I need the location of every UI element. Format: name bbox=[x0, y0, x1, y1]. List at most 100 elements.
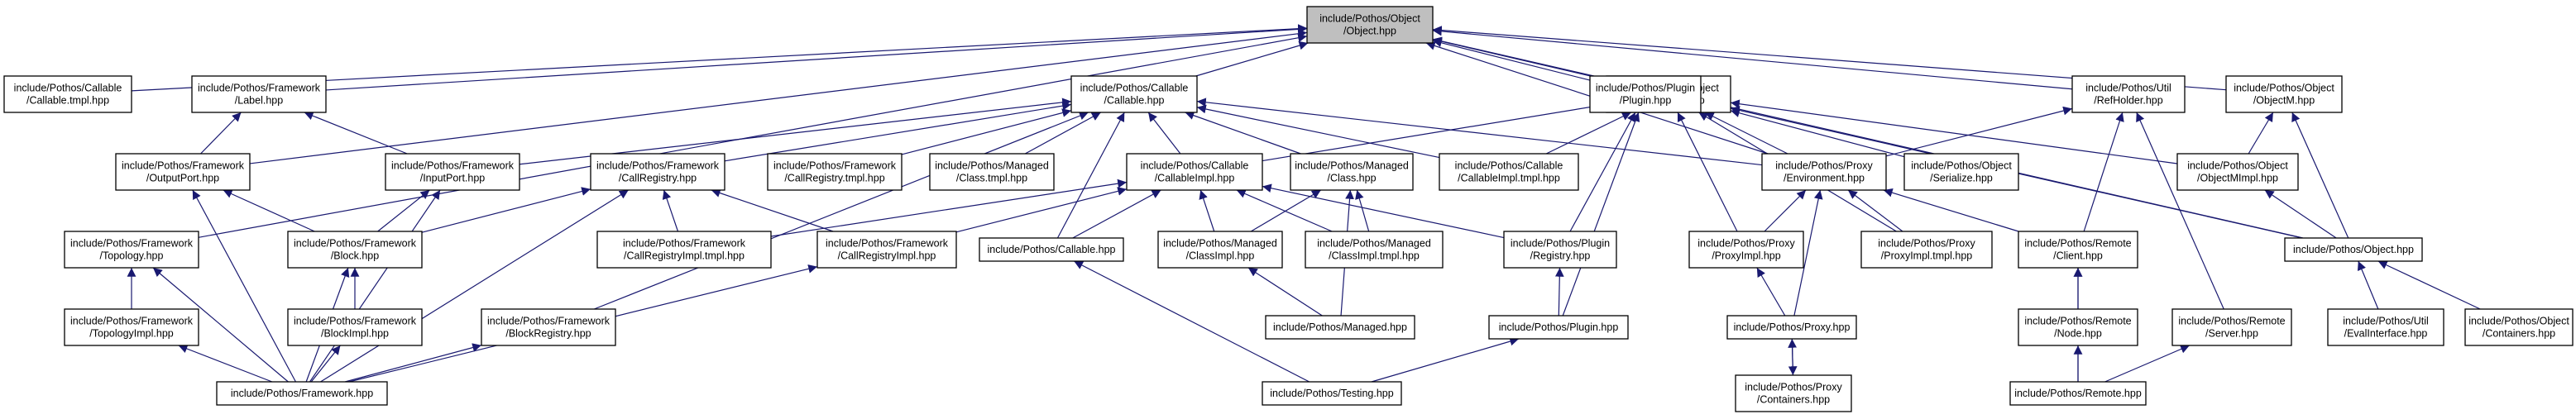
node-outputport-hpp[interactable]: include/Pothos/Framework/OutputPort.hpp bbox=[115, 153, 251, 191]
node-label: /Callable.tmpl.hpp bbox=[26, 95, 109, 107]
node-box bbox=[1306, 6, 1434, 44]
node-label: include/Pothos/Object bbox=[2187, 160, 2288, 172]
node-label: /ObjectMImpl.hpp bbox=[2197, 173, 2278, 184]
node-pothos-object-hpp[interactable]: include/Pothos/Object.hpp bbox=[2284, 237, 2423, 262]
edge-remote-client-hpp-to-refholder-hpp bbox=[2083, 112, 2124, 232]
node-callable-tmpl[interactable]: include/Pothos/Callable/Callable.tmpl.hp… bbox=[3, 75, 132, 113]
edge-pothos-testing-hpp-to-pothos-plugin-hpp bbox=[1371, 336, 1520, 383]
node-label: /Registry.hpp bbox=[1530, 250, 1591, 262]
node-label-hpp[interactable]: include/Pothos/Framework/Label.hpp bbox=[191, 75, 327, 113]
node-object-hpp[interactable]: include/Pothos/Object/Object.hpp bbox=[1306, 6, 1434, 44]
node-callableimpl-hpp[interactable]: include/Pothos/Callable/CallableImpl.hpp bbox=[1126, 153, 1263, 191]
node-label: /Environment.hpp bbox=[1784, 173, 1865, 184]
edge-object-containers-hpp-to-pothos-object-hpp bbox=[2377, 260, 2481, 310]
edge-pothos-callable-hpp-to-callableimpl-hpp bbox=[1072, 189, 1161, 239]
node-callable-hpp[interactable]: include/Pothos/Callable/Callable.hpp bbox=[1070, 75, 1198, 113]
node-objectmimpl-hpp[interactable]: include/Pothos/Object/ObjectMImpl.hpp bbox=[2176, 153, 2299, 191]
node-callableimpl-tmpl[interactable]: include/Pothos/Callable/CallableImpl.tmp… bbox=[1439, 153, 1579, 191]
node-classimpl-tmpl[interactable]: include/Pothos/Managed/ClassImpl.tmpl.hp… bbox=[1305, 231, 1444, 269]
node-callregistryimpl-hpp[interactable]: include/Pothos/Framework/CallRegistryImp… bbox=[816, 231, 957, 269]
node-plugin-plugin-hpp[interactable]: include/Pothos/Plugin/Plugin.hpp bbox=[1589, 75, 1702, 113]
node-box bbox=[767, 153, 903, 191]
edge-callable-hpp-to-object-hpp bbox=[1195, 40, 1309, 77]
edge-classimpl-tmpl-to-callableimpl-hpp bbox=[1236, 189, 1333, 232]
node-label: /ProxyImpl.hpp bbox=[1712, 250, 1780, 262]
node-label: include/Pothos/Remote.hpp bbox=[2014, 388, 2142, 399]
node-pothos-remote-hpp[interactable]: include/Pothos/Remote.hpp bbox=[2009, 381, 2147, 406]
edge-proxy-env-hpp-to-callable-hpp bbox=[1196, 98, 1763, 166]
edge-remote-server-hpp-to-refholder-hpp bbox=[2136, 112, 2224, 310]
node-label: include/Pothos/Callable bbox=[1141, 160, 1249, 172]
node-refholder-hpp[interactable]: include/Pothos/Util/RefHolder.hpp bbox=[2071, 75, 2186, 113]
edge-pothos-proxy-hpp-to-proxyimpl-hpp bbox=[1756, 267, 1786, 317]
node-callregistry-hpp[interactable]: include/Pothos/Framework/CallRegistry.hp… bbox=[590, 153, 725, 191]
edge-pothos-callable-hpp-to-callable-hpp bbox=[1056, 112, 1125, 239]
node-box bbox=[2176, 153, 2299, 191]
node-box bbox=[2171, 308, 2292, 346]
node-serialize-hpp[interactable]: include/Pothos/Object/Serialize.hpp bbox=[1903, 153, 2019, 191]
edge-pothos-framework-hpp-to-outputport-hpp bbox=[192, 189, 297, 383]
node-label: include/Pothos/Remote bbox=[2024, 316, 2131, 327]
node-box bbox=[2018, 231, 2138, 269]
node-label: /ClassImpl.hpp bbox=[1186, 250, 1255, 262]
node-proxyimpl-tmpl[interactable]: include/Pothos/Proxy/ProxyImpl.tmpl.hpp bbox=[1860, 231, 1993, 269]
node-remote-node-hpp[interactable]: include/Pothos/Remote/Node.hpp bbox=[2018, 308, 2138, 346]
edge-pothos-proxy-hpp-to-proxy-containers-hpp bbox=[1788, 338, 1798, 376]
node-label: include/Pothos/Framework bbox=[391, 160, 515, 172]
edge-evalinterface-hpp-to-pothos-object-hpp bbox=[2357, 260, 2379, 310]
node-box bbox=[2284, 237, 2423, 262]
edge-pothos-proxy-hpp-to-proxy-env-hpp bbox=[1793, 189, 1823, 317]
node-managed-class-hpp[interactable]: include/Pothos/Managed/Class.hpp bbox=[1290, 153, 1414, 191]
node-label: include/Pothos/Managed bbox=[935, 160, 1049, 172]
node-pothos-testing-hpp[interactable]: include/Pothos/Testing.hpp bbox=[1262, 381, 1402, 406]
node-proxy-containers-hpp[interactable]: include/Pothos/Proxy/Containers.hpp bbox=[1735, 374, 1852, 412]
node-label: include/Pothos/Framework bbox=[70, 238, 194, 250]
node-evalinterface-hpp[interactable]: include/Pothos/Util/EvalInterface.hpp bbox=[2327, 308, 2444, 346]
node-label: include/Pothos/Testing.hpp bbox=[1270, 388, 1393, 399]
node-box bbox=[2464, 308, 2574, 346]
node-label: /ObjectM.hpp bbox=[2253, 95, 2315, 107]
node-box bbox=[2225, 75, 2343, 113]
edge-pothos-testing-hpp-to-pothos-callable-hpp bbox=[1074, 260, 1310, 383]
node-classimpl-hpp[interactable]: include/Pothos/Managed/ClassImpl.hpp bbox=[1157, 231, 1283, 269]
edge-callableimpl-tmpl-to-objectimpl-hpp bbox=[1545, 112, 1632, 155]
node-callregistry-tmpl[interactable]: include/Pothos/Framework/CallRegistry.tm… bbox=[767, 153, 903, 191]
node-box bbox=[1503, 231, 1617, 269]
node-pothos-plugin-hpp[interactable]: include/Pothos/Plugin.hpp bbox=[1488, 315, 1629, 340]
node-objectm-hpp[interactable]: include/Pothos/Object/ObjectM.hpp bbox=[2225, 75, 2343, 113]
node-topologyimpl-hpp[interactable]: include/Pothos/Framework/TopologyImpl.hp… bbox=[64, 308, 199, 346]
node-label: include/Pothos/Remote bbox=[2024, 238, 2131, 250]
node-pothos-callable-hpp[interactable]: include/Pothos/Callable.hpp bbox=[979, 237, 1124, 262]
node-box bbox=[64, 231, 199, 269]
node-pothos-managed-hpp[interactable]: include/Pothos/Managed.hpp bbox=[1265, 315, 1415, 340]
node-callregistryimpl-tmpl[interactable]: include/Pothos/Framework/CallRegistryImp… bbox=[596, 231, 772, 269]
node-proxyimpl-hpp[interactable]: include/Pothos/Proxy/ProxyImpl.hpp bbox=[1688, 231, 1804, 269]
node-remote-server-hpp[interactable]: include/Pothos/Remote/Server.hpp bbox=[2171, 308, 2292, 346]
node-box bbox=[1262, 381, 1402, 406]
edge-pothos-framework-hpp-to-callregistry-hpp bbox=[320, 189, 630, 383]
edge-callableimpl-tmpl-to-callable-hpp bbox=[1196, 104, 1440, 159]
node-pothos-framework-hpp[interactable]: include/Pothos/Framework.hpp bbox=[216, 381, 388, 406]
node-blockregistry-hpp[interactable]: include/Pothos/Framework/BlockRegistry.h… bbox=[481, 308, 616, 346]
node-box bbox=[816, 231, 957, 269]
node-proxy-env-hpp[interactable]: include/Pothos/Proxy/Environment.hpp bbox=[1761, 153, 1887, 191]
node-box bbox=[216, 381, 388, 406]
node-topology-hpp[interactable]: include/Pothos/Framework/Topology.hpp bbox=[64, 231, 199, 269]
node-class-tmpl[interactable]: include/Pothos/Managed/Class.tmpl.hpp bbox=[929, 153, 1055, 191]
edge-pothos-object-hpp-to-objectm-hpp bbox=[2291, 112, 2349, 239]
node-inputport-hpp[interactable]: include/Pothos/Framework/InputPort.hpp bbox=[385, 153, 520, 191]
node-label: /Serialize.hpp bbox=[1930, 173, 1993, 184]
edge-pothos-framework-hpp-to-blockimpl-hpp bbox=[310, 345, 341, 383]
node-block-hpp[interactable]: include/Pothos/Framework/Block.hpp bbox=[287, 231, 423, 269]
node-plugin-registry-hpp[interactable]: include/Pothos/Plugin/Registry.hpp bbox=[1503, 231, 1617, 269]
node-remote-client-hpp[interactable]: include/Pothos/Remote/Client.hpp bbox=[2018, 231, 2138, 269]
node-label: include/Pothos/Object bbox=[2234, 83, 2334, 94]
node-pothos-proxy-hpp[interactable]: include/Pothos/Proxy.hpp bbox=[1726, 315, 1857, 340]
edge-blockregistry-hpp-to-callable-hpp bbox=[594, 111, 1089, 310]
node-box bbox=[1488, 315, 1629, 340]
node-blockimpl-hpp[interactable]: include/Pothos/Framework/BlockImpl.hpp bbox=[287, 308, 423, 346]
node-object-containers-hpp[interactable]: include/Pothos/Object/Containers.hpp bbox=[2464, 308, 2574, 346]
node-box bbox=[287, 308, 423, 346]
node-box bbox=[1903, 153, 2019, 191]
edge-label-hpp-to-object-hpp bbox=[325, 25, 1308, 91]
